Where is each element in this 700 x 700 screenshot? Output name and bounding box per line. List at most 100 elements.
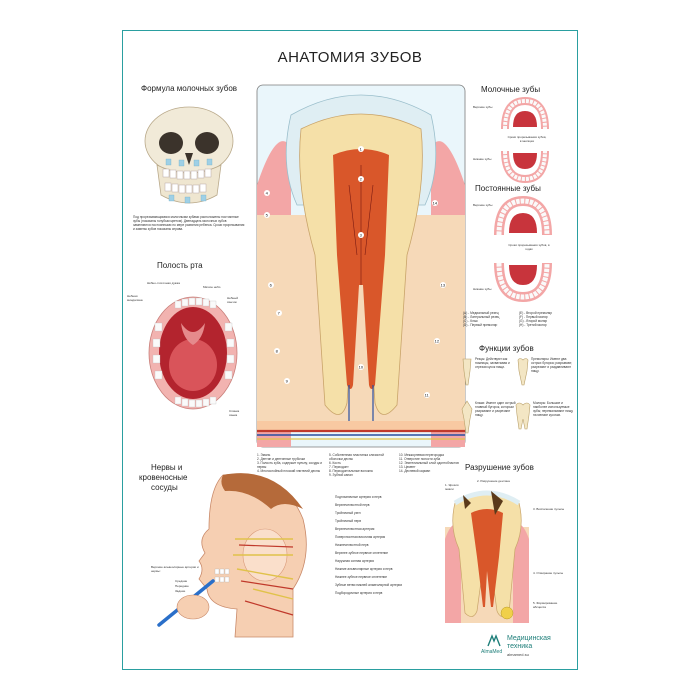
legend-item: 4. Многослойный плоский эпителий десны (257, 469, 320, 473)
svg-text:4: 4 (266, 191, 269, 196)
baby-teeth-arch-lower (501, 150, 549, 184)
legend-item: 10. Межкорневая перегородка (399, 453, 444, 457)
legend-item: 9. Зубной канал (329, 473, 353, 477)
tooth-legend-item: (B) - Латеральный резец (463, 315, 500, 319)
section-baby-formula-title: Формула молочных зубов (141, 84, 238, 93)
label-tonsil: Небная миндалина (127, 294, 143, 302)
label-hard-palate: Мягкое небо (203, 285, 221, 289)
svg-text:1: 1 (360, 147, 363, 152)
center-legend-col2: 5. Собственная пластинка слизистой оболо… (329, 453, 395, 477)
legend-item: 7. Периодонт (329, 465, 349, 469)
label-permanent-eruption: Сроки прорезывания зубов, в годах (508, 243, 550, 251)
center-legend-col3: 10. Межкорневая перегородка 11. Отверсти… (399, 453, 465, 473)
label-baby-upper: Верхние зубы (473, 105, 493, 109)
legend-item: 11. Отверстие полости зуба (399, 457, 441, 461)
legend-item: 5. Собственная пластинка слизистой оболо… (329, 453, 384, 461)
nerve-label: Нижние альвеолярные артерия и нерв (335, 567, 393, 571)
incisor-icon (462, 358, 472, 386)
nerve-label: Тройничный нерв (335, 519, 362, 523)
section-nerves-title-2: кровеносные (139, 473, 188, 482)
legend-item: 14. Десневой карман (399, 469, 431, 473)
legend-item: 2. Дентин и дентинные трубочки (257, 457, 306, 461)
section-oral-cavity-title: Полость рта (157, 261, 203, 270)
tooth-decay-illustration (445, 490, 529, 623)
permanent-teeth-arch-upper (494, 195, 552, 236)
brand-logo-text: AlmaMed (481, 649, 503, 655)
label-soft-palate: Нёбно-глоточная дужка (147, 281, 180, 285)
nerve-label: Нижнее зубное нервное сплетение (335, 575, 388, 579)
nerve-label-left: Средние (175, 579, 188, 583)
section-nerves-title-1: Нервы и (151, 463, 183, 472)
label-permanent-upper: Верхние зубы (473, 203, 493, 207)
svg-text:11: 11 (425, 393, 430, 398)
svg-text:14: 14 (433, 201, 438, 206)
decay-label-4: 4. Отмирание пульпы (533, 571, 564, 575)
tooth-legend-item: (H) - Третий моляр (519, 323, 547, 327)
tooth-legend-col2: (E) - Второй премоляр (F) - Первый моляр… (519, 311, 573, 327)
nerve-label: Нижнечелюстной нерв (335, 543, 369, 547)
tooth-legend-item: (F) - Первый моляр (519, 315, 548, 319)
nerve-label: Верхнечелюстной нерв (335, 503, 370, 507)
label-baby-eruption: Сроки прорезывания зубов, в месяцах (507, 135, 547, 143)
decay-label-1: 1. Эрозия эмали (445, 483, 459, 491)
legend-item: 13. Цемент (399, 465, 416, 469)
label-uvula: Небный язычок (227, 296, 239, 304)
molar-icon (515, 402, 531, 430)
legend-item: 8. Периодонтальные волокна (329, 469, 373, 473)
permanent-teeth-arch-lower (494, 262, 552, 303)
nerve-label: Зубные ветви нижней альвеолярной артерии (335, 583, 403, 587)
function-molars: Моляры: Большие и наиболее используемые … (533, 401, 573, 417)
legend-item: 12. Эпителиальный слой одонтобластов (399, 461, 459, 465)
nerve-label-left-heading: Верхние альвеолярные артерии и нервы: (151, 565, 199, 573)
legend-item: 6. Кость (329, 461, 341, 465)
poster-title: АНАТОМИЯ ЗУБОВ (277, 49, 423, 66)
nerve-label: Подглазничные артерия и нерв (335, 495, 382, 499)
poster-frame: АНАТОМИЯ ЗУБОВ Формула молочных зубов По… (122, 30, 578, 670)
svg-text:7: 7 (278, 311, 281, 316)
nerve-label: Наружная сонная артерия (335, 559, 374, 563)
svg-text:9: 9 (286, 379, 289, 384)
head-illustration (157, 473, 307, 638)
label-tongue: Спинка языка (229, 409, 240, 417)
nerve-label: Верхнее зубное нервное сплетение (335, 551, 389, 555)
svg-text:13: 13 (441, 283, 446, 288)
function-incisors: Резцы: Действуют как ножницы, захватывая… (475, 357, 510, 369)
baby-teeth-arch-upper (501, 96, 549, 130)
brand-line-2: техника (507, 643, 533, 650)
nerve-label: Тройничный узел (335, 511, 361, 515)
svg-text:12: 12 (435, 339, 440, 344)
function-premolars: Премоляры: Имеют два острых бугорка; раз… (531, 357, 573, 373)
premolar-icon (517, 358, 529, 386)
tooth-legend-item: (G) - Второй моляр (519, 319, 548, 323)
center-legend-col1: 1. Эмаль 2. Дентин и дентинные трубочки … (257, 453, 325, 473)
svg-text:8: 8 (276, 349, 279, 354)
legend-item: 3. Полость зуба, содержит пульпу, сосуды… (257, 461, 322, 469)
svg-text:10: 10 (359, 365, 364, 370)
decay-label-3: 3. Воспаление пульпы (533, 507, 565, 511)
canine-icon (461, 400, 473, 434)
svg-text:3: 3 (360, 233, 363, 238)
label-permanent-lower: Нижние зубы (473, 287, 492, 291)
almamed-logo-icon (487, 634, 501, 647)
tooth-cross-section: 1 2 3 4 5 6 7 8 9 10 11 12 13 14 (256, 84, 466, 448)
svg-text:5: 5 (266, 213, 269, 218)
baby-formula-description: Под прорезывающимися молочными зубами ра… (133, 215, 245, 231)
nerve-label: Поверхностная височная артерия (335, 535, 386, 539)
section-functions-title: Функции зубов (479, 344, 534, 353)
tooth-legend-item: (A) - Медиальный резец (463, 311, 499, 315)
brand-site: almamed.su (507, 652, 529, 657)
svg-text:6: 6 (270, 283, 273, 288)
nerve-label: Верхнечелюстная артерия (335, 527, 375, 531)
svg-text:2: 2 (360, 177, 363, 182)
decay-label-5: 5. Формирование абсцесса (533, 601, 558, 609)
label-baby-lower: Нижние зубы (473, 157, 492, 161)
skull-illustration (144, 106, 234, 204)
oral-cavity-illustration (148, 296, 238, 410)
tooth-legend-item: (D) - Первый премоляр (463, 323, 498, 327)
tooth-legend-col1: (A) - Медиальный резец (B) - Латеральный… (463, 311, 517, 327)
section-permanent-teeth-title: Постоянные зубы (475, 184, 541, 193)
function-canines: Клыки: Имеют один острый главный бугорок… (475, 401, 516, 417)
section-decay-title: Разрушение зубов (465, 463, 534, 472)
legend-item: 1. Эмаль (257, 453, 271, 457)
nerve-label-left: Передние (175, 584, 189, 588)
